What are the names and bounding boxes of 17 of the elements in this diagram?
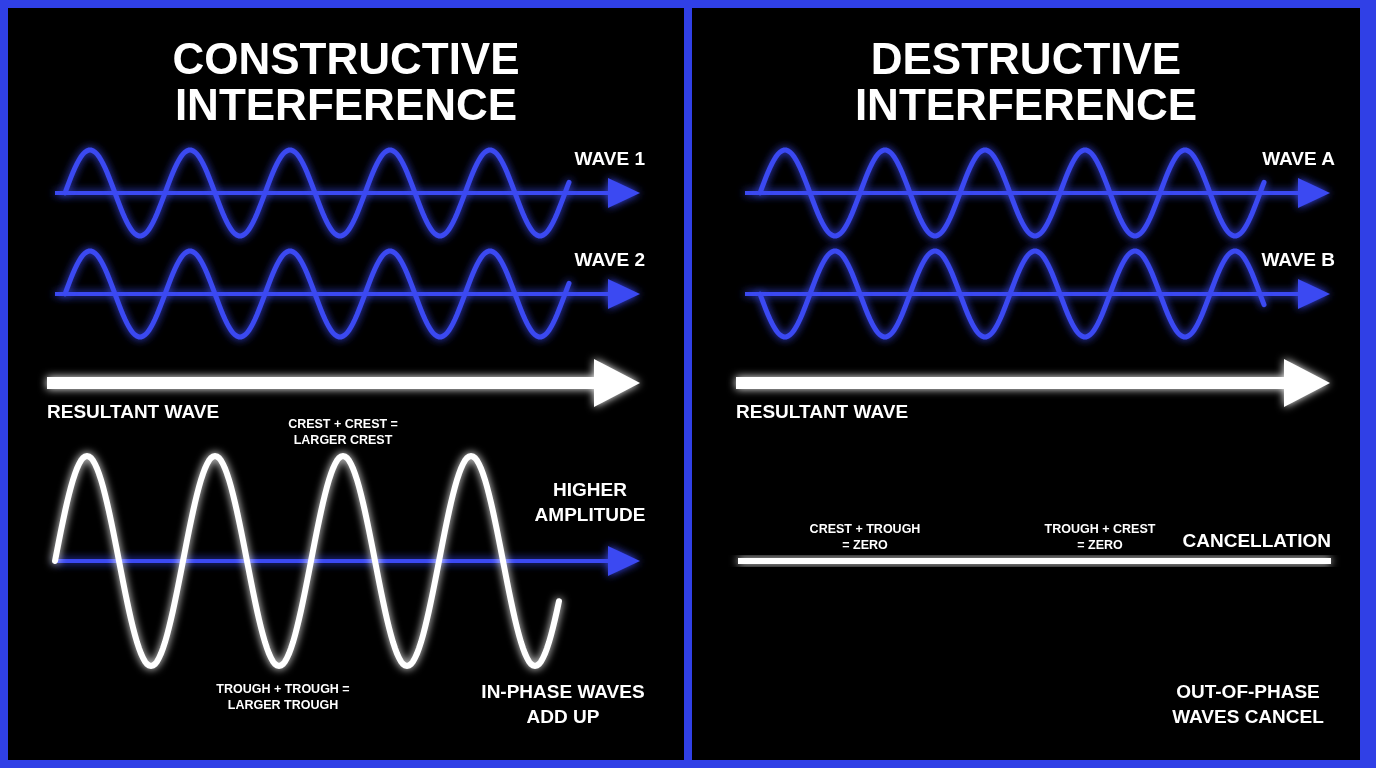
- panel-title: DESTRUCTIVE INTERFERENCE: [853, 36, 1199, 129]
- annotation-text: CREST + TROUGH = ZERO: [808, 521, 922, 554]
- wave-label: WAVE 2: [573, 248, 645, 272]
- wave-label: WAVE B: [1260, 248, 1335, 272]
- wave-label: WAVE A: [1261, 147, 1335, 171]
- annotation-text: CREST + CREST = LARGER CREST: [287, 416, 399, 449]
- annotation-text: HIGHER AMPLITUDE: [533, 478, 647, 527]
- summary-text: OUT-OF-PHASE WAVES CANCEL: [1171, 680, 1325, 729]
- summary-text: IN-PHASE WAVES ADD UP: [480, 680, 646, 729]
- wave-label: WAVE 1: [573, 147, 645, 171]
- resultant-label: RESULTANT WAVE: [736, 400, 910, 424]
- panel: [692, 8, 1360, 760]
- annotation-text: TROUGH + CREST = ZERO: [1043, 521, 1157, 554]
- annotation-text: TROUGH + TROUGH = LARGER TROUGH: [215, 681, 351, 714]
- annotation-text: CANCELLATION: [1181, 529, 1331, 553]
- panel: [8, 8, 684, 760]
- panel-title: CONSTRUCTIVE INTERFERENCE: [171, 36, 521, 129]
